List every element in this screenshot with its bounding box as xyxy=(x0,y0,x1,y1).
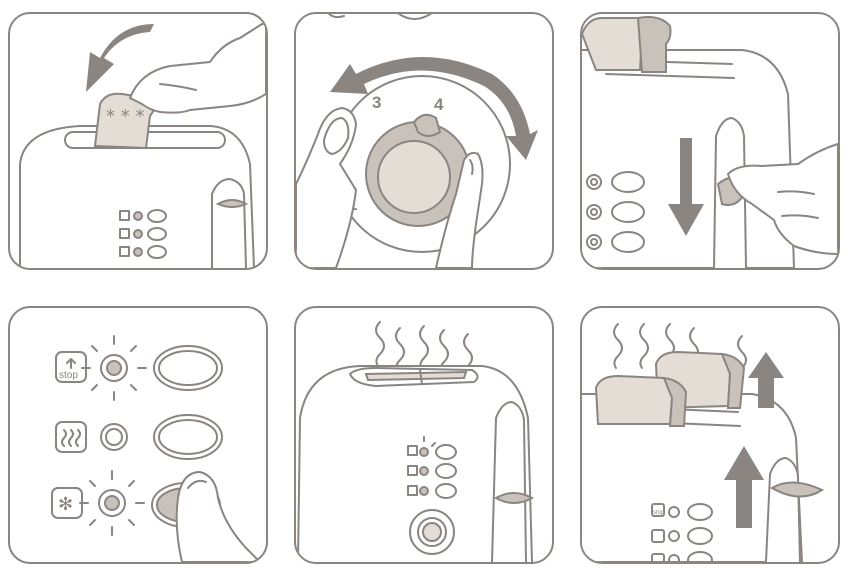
lever-housing xyxy=(765,457,801,562)
defrost-indicator-light xyxy=(79,470,145,536)
toaster-body xyxy=(297,365,533,562)
lever-housing xyxy=(211,178,247,268)
hand xyxy=(727,143,838,255)
dial-label-3: 3 xyxy=(372,93,381,112)
stop-label: stop xyxy=(59,370,78,381)
stop-button xyxy=(153,345,223,391)
browning-dial-icon xyxy=(409,509,455,555)
step-4-control-panel: stop ✻ xyxy=(8,306,268,564)
control-buttons xyxy=(407,436,457,499)
insert-arrow-icon xyxy=(86,24,154,92)
control-buttons: stop xyxy=(651,503,713,562)
svg-text:stop: stop xyxy=(653,510,665,516)
step-2-illustration: 3 4 5 1 xyxy=(296,14,538,268)
step-2-set-browning-panel: 3 4 5 1 xyxy=(294,12,554,270)
lever-icon xyxy=(770,481,825,498)
step-1-illustration: * * * xyxy=(19,23,266,268)
finger xyxy=(175,471,261,562)
lever-housing xyxy=(491,401,527,562)
step-3-illustration xyxy=(582,16,838,268)
reheat-indicator-light xyxy=(100,423,128,451)
toaster-body xyxy=(19,125,255,268)
control-buttons xyxy=(586,171,645,253)
stop-indicator-light xyxy=(81,335,147,401)
step-6-illustration: stop xyxy=(582,323,825,562)
step-1-insert-bread-panel: * * * xyxy=(8,12,268,270)
finger xyxy=(435,151,484,268)
rotate-arrow-icon xyxy=(330,57,538,160)
frozen-marking: * * * xyxy=(106,106,144,127)
control-buttons xyxy=(119,209,167,259)
dial-label-4: 4 xyxy=(434,95,444,114)
toast-slice-front xyxy=(594,374,674,425)
lever-icon xyxy=(215,199,249,208)
press-down-arrow-icon xyxy=(668,138,704,236)
lever-up-arrow-icon xyxy=(724,446,764,528)
step-5-toasting-panel xyxy=(294,306,554,564)
reheat-button xyxy=(153,414,223,460)
lever-icon xyxy=(493,492,535,504)
svg-text:✻: ✻ xyxy=(58,494,73,515)
step-6-toast-ready-panel: stop xyxy=(580,306,840,564)
step-4-illustration: stop ✻ xyxy=(51,335,261,562)
step-3-press-lever-panel xyxy=(580,12,840,270)
step-5-illustration xyxy=(297,321,535,562)
hand xyxy=(129,23,266,114)
pop-up-arrow-icon xyxy=(748,352,784,408)
